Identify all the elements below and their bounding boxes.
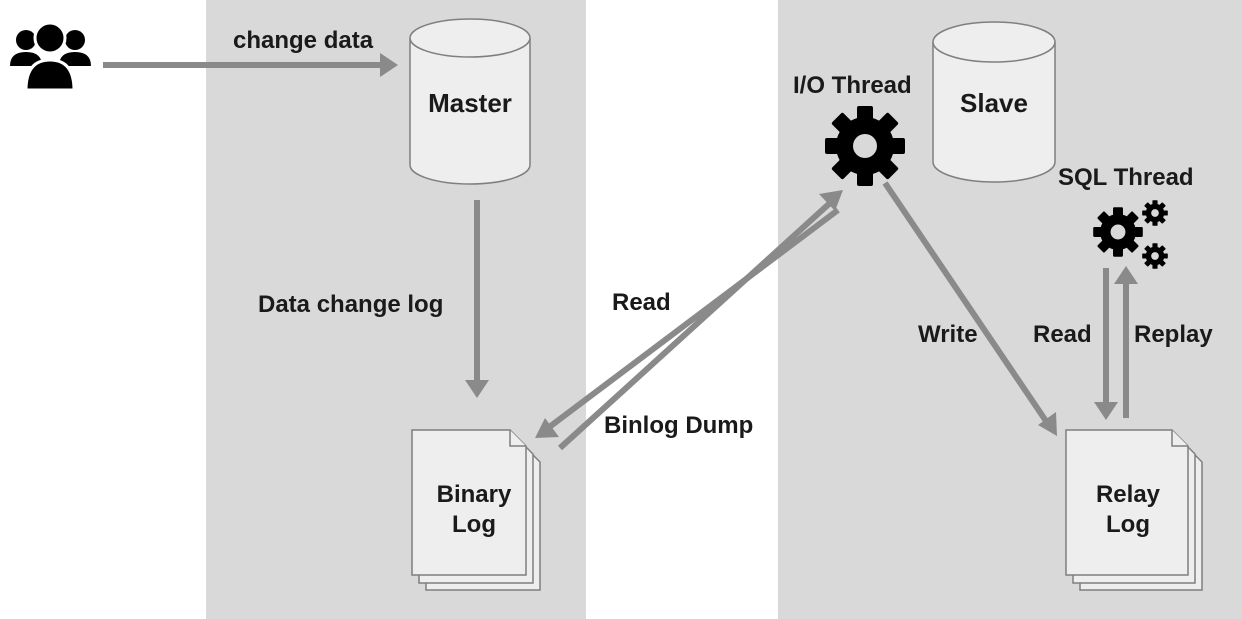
- replay-arrow: [1114, 266, 1138, 418]
- write-label: Write: [918, 321, 978, 348]
- users-icon: [10, 21, 91, 92]
- data-change-log-label: Data change log: [258, 291, 443, 318]
- io-thread-label: I/O Thread: [793, 72, 912, 99]
- change-data-arrow: [103, 53, 398, 77]
- binary-log-label-line2: Log: [452, 511, 496, 538]
- io-thread-gear-icon: [825, 106, 905, 186]
- write-arrow: [882, 181, 1057, 436]
- sql-read-arrow: [1094, 268, 1118, 420]
- slave-db-label: Slave: [960, 88, 1028, 118]
- binlog-dump-label: Binlog Dump: [604, 412, 753, 439]
- master-db-icon: [409, 18, 531, 185]
- change-data-label: change data: [233, 27, 374, 54]
- data-change-log-arrow: [465, 200, 489, 398]
- replay-label: Replay: [1134, 321, 1213, 348]
- relay-log-icon: [1065, 429, 1203, 591]
- sql-thread-gears-icon: [1093, 200, 1168, 269]
- binary-log-label-line1: Binary: [437, 481, 512, 508]
- sql-thread-label: SQL Thread: [1058, 164, 1194, 191]
- read-arrow: [535, 207, 840, 438]
- read-label: Read: [612, 289, 671, 316]
- slave-db-icon: [932, 21, 1056, 183]
- relay-log-label-line1: Relay: [1096, 481, 1161, 508]
- binary-log-icon: [411, 429, 541, 591]
- relay-log-label-line2: Log: [1106, 511, 1150, 538]
- sql-read-label: Read: [1033, 321, 1092, 348]
- binlog-dump-arrow: [557, 190, 843, 451]
- master-db-label: Master: [428, 88, 512, 118]
